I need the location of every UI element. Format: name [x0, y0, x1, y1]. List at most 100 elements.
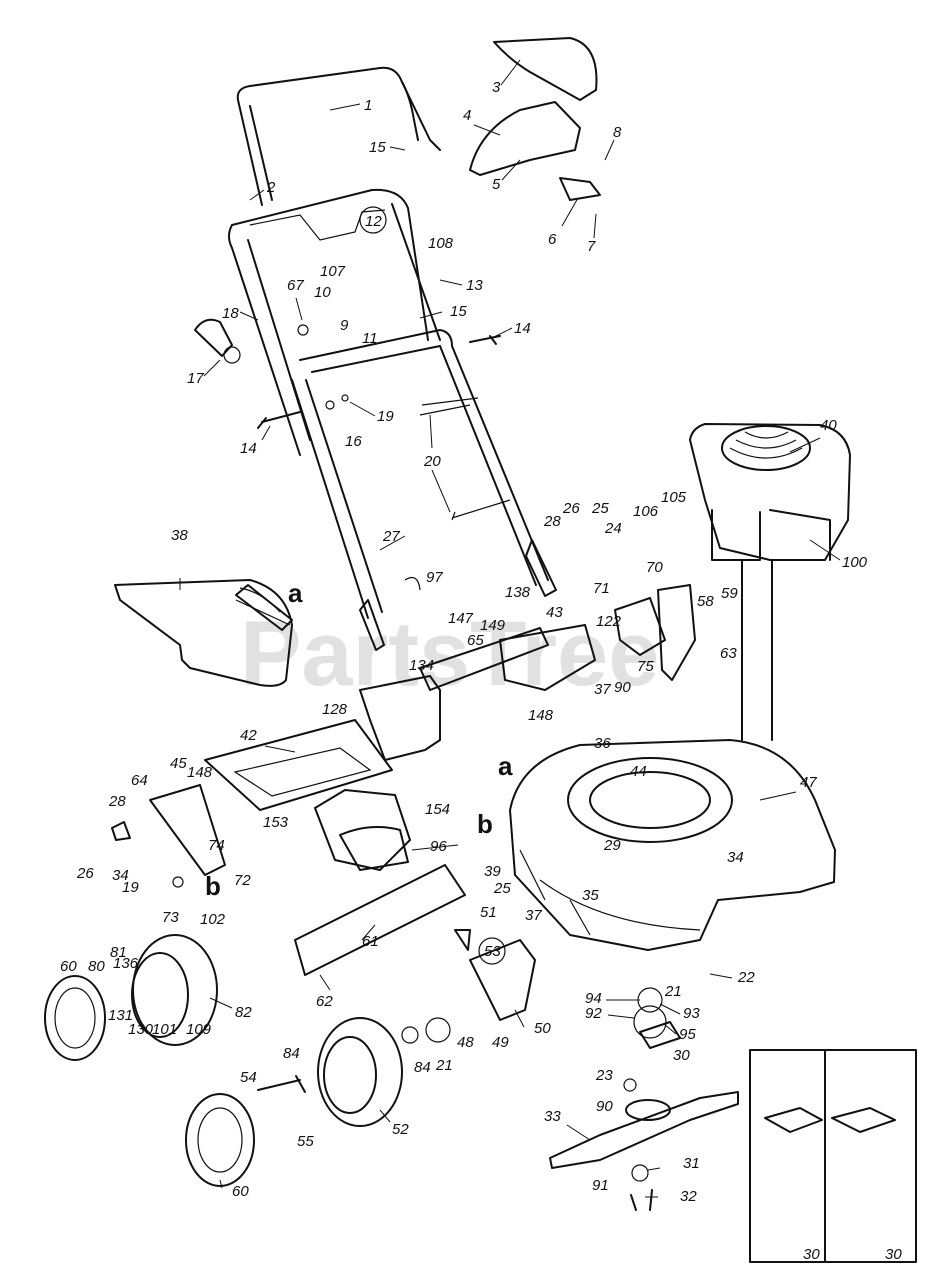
label-54: 54: [240, 1069, 257, 1086]
label-80: 80: [88, 958, 105, 975]
label-21-wheel: 21: [435, 1057, 453, 1074]
label-105: 105: [661, 489, 687, 506]
label-65: 65: [467, 632, 484, 649]
label-108: 108: [428, 235, 454, 252]
label-15-mid: 15: [450, 303, 467, 320]
engine: [689, 423, 851, 741]
label-122: 122: [596, 613, 622, 630]
label-94: 94: [585, 990, 602, 1007]
label-44: 44: [630, 763, 647, 780]
lower-handle: [291, 329, 557, 651]
label-29: 29: [603, 837, 621, 854]
label-45: 45: [170, 755, 187, 772]
label-60-front: 60: [232, 1183, 249, 1200]
front-wheel: [185, 1017, 403, 1187]
label-90-top: 90: [614, 679, 631, 696]
label-95: 95: [679, 1026, 696, 1043]
label-75: 75: [637, 658, 654, 675]
label-96: 96: [430, 838, 447, 855]
label-14-right: 14: [514, 320, 531, 337]
label-24: 24: [604, 520, 622, 537]
label-82: 82: [235, 1004, 252, 1021]
small-parts: [111, 318, 681, 1211]
label-107: 107: [320, 263, 346, 280]
label-34-left: 34: [112, 867, 129, 884]
label-6: 6: [548, 231, 557, 248]
label-50: 50: [534, 1020, 551, 1037]
label-58: 58: [697, 593, 714, 610]
label-48: 48: [457, 1034, 474, 1051]
label-63: 63: [720, 645, 737, 662]
label-37-top: 37: [594, 681, 611, 698]
label-3: 3: [492, 79, 501, 96]
label-62: 62: [316, 993, 333, 1010]
label-90-blade: 90: [596, 1098, 613, 1115]
label-52: 52: [392, 1121, 409, 1138]
label-93: 93: [683, 1005, 700, 1022]
label-11: 11: [362, 330, 378, 347]
leader-lines: [179, 59, 841, 1198]
label-84-left: 84: [283, 1045, 300, 1062]
label-61: 61: [362, 933, 379, 950]
label-91: 91: [592, 1177, 609, 1194]
blade: [549, 1091, 739, 1169]
label-67: 67: [287, 277, 304, 294]
label-26-top: 26: [562, 500, 580, 517]
grass-catcher: [114, 579, 293, 687]
label-25-top: 25: [591, 500, 609, 517]
blade-adapter-inset: [749, 1049, 917, 1263]
label-102: 102: [200, 911, 226, 928]
label-153: 153: [263, 814, 289, 831]
label-42: 42: [240, 727, 257, 744]
label-2: 2: [266, 179, 276, 196]
label-4: 4: [463, 107, 471, 124]
mower-deck: [509, 739, 836, 951]
label-12: 12: [365, 213, 382, 230]
label-71: 71: [593, 580, 610, 597]
label-8: 8: [613, 124, 622, 141]
label-28-left: 28: [108, 793, 126, 810]
label-64: 64: [131, 772, 148, 789]
label-72: 72: [234, 872, 251, 889]
label-16: 16: [345, 433, 362, 450]
label-53: 53: [484, 943, 501, 960]
control-bail: [469, 37, 601, 201]
label-15-top: 15: [369, 139, 386, 156]
label-84-right: 84: [414, 1059, 431, 1076]
label-28-top: 28: [543, 513, 561, 530]
label-136: 136: [113, 955, 139, 972]
label-1: 1: [364, 97, 372, 114]
circle-53: [478, 937, 506, 965]
label-51: 51: [480, 904, 497, 921]
label-149: 149: [480, 617, 506, 634]
label-47: 47: [800, 774, 817, 791]
label-21-deck: 21: [664, 983, 682, 1000]
letter-a-bag: a: [288, 578, 303, 608]
label-92: 92: [585, 1005, 602, 1022]
label-74: 74: [208, 837, 225, 854]
label-31: 31: [683, 1155, 700, 1172]
label-22: 22: [737, 969, 755, 986]
label-130: 130: [128, 1021, 154, 1038]
label-43: 43: [546, 604, 563, 621]
label-5: 5: [492, 176, 501, 193]
label-147: 147: [448, 610, 474, 627]
part-labels: 1 2 3 4 5 6 7 8 9 10 11 12 13 14 14 15 1…: [60, 79, 902, 1263]
circle-12: [359, 206, 387, 234]
letter-b-bracket: b: [205, 871, 221, 901]
label-154: 154: [425, 801, 450, 818]
label-17: 17: [187, 370, 204, 387]
label-55: 55: [297, 1133, 314, 1150]
label-33: 33: [544, 1108, 561, 1125]
label-30-main: 30: [673, 1047, 690, 1064]
label-101: 101: [152, 1021, 177, 1038]
label-36: 36: [594, 735, 611, 752]
label-13: 13: [466, 277, 483, 294]
label-19-bottom: 19: [122, 879, 139, 896]
label-25-deck: 25: [493, 880, 511, 897]
label-37-deck: 37: [525, 907, 542, 924]
label-27: 27: [382, 528, 400, 545]
label-23: 23: [595, 1067, 613, 1084]
label-109: 109: [186, 1021, 212, 1038]
